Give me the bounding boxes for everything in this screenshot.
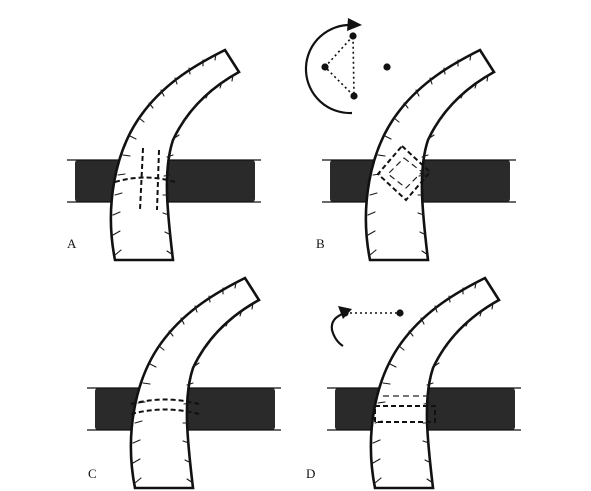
vertical-suture-a — [139, 147, 144, 211]
arrow-head-icon — [347, 18, 362, 31]
panel-a — [65, 48, 263, 262]
box-suture-d — [374, 405, 436, 423]
panel-label-a: A — [67, 236, 77, 251]
panel-b — [320, 48, 518, 262]
panel-label-b: B — [316, 236, 325, 251]
translation-symbol — [330, 306, 404, 347]
horizontal-suture-c — [130, 398, 200, 405]
curved-arrow — [330, 311, 346, 347]
rotation-arrow — [304, 23, 353, 115]
panel-label-d: D — [306, 466, 315, 481]
panel-d — [325, 276, 523, 490]
rotation-symbol — [304, 18, 391, 115]
diamond-suture — [376, 144, 432, 202]
panel-label-c: C — [88, 466, 97, 481]
panel-c — [85, 276, 283, 490]
